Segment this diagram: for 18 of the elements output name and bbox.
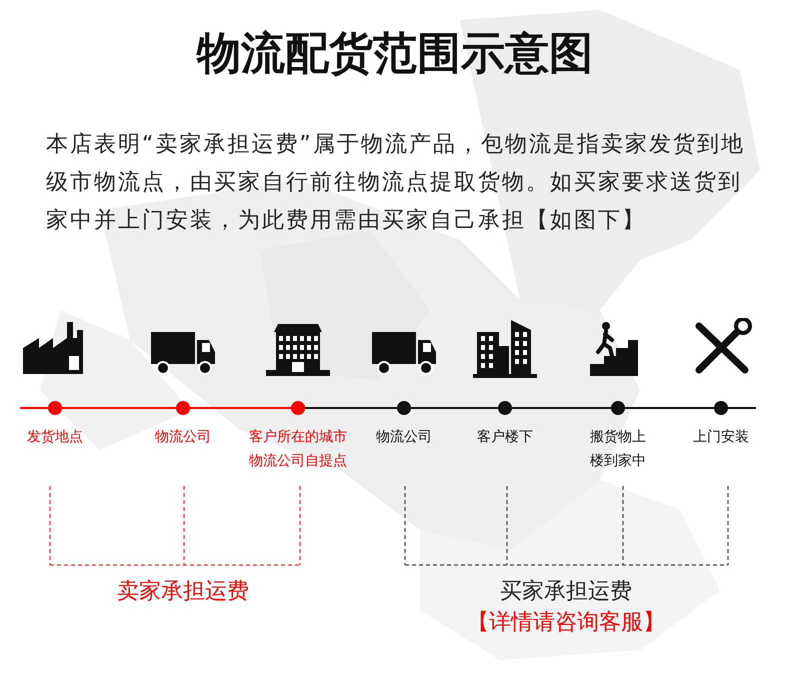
stop-label: 物流公司 — [376, 428, 432, 447]
cost-label: 买家承担运费 — [499, 578, 633, 606]
stop-label: 客户所在的城市物流公司自提点 — [248, 428, 348, 471]
title: 物流配货范围示意图 — [195, 27, 594, 81]
cost-label: 卖家承担运费 — [116, 578, 250, 606]
stop-label: 客户楼下 — [477, 428, 533, 447]
timeline-connector — [650, 407, 686, 409]
timeline-connector — [352, 407, 369, 409]
contact-note: 【详情请咨询客服】 — [466, 609, 666, 637]
stop-label: 搬货物上楼到家中 — [589, 428, 647, 471]
timeline-connector — [540, 407, 586, 409]
timeline-connector — [218, 407, 244, 409]
timeline-connector — [90, 407, 148, 409]
stop-label: 上门安装 — [693, 428, 749, 447]
stop-label: 物流公司 — [155, 428, 211, 447]
timeline-connector — [439, 407, 470, 409]
stop-label: 发货地点 — [27, 428, 83, 447]
intro-paragraph: 本店表明“卖家承担运费”属于物流产品，包物流是指卖家发货到地级市物流点，由买家自行前往物流点提取货物。如买家要求送货到家中并上门安装，为此费用需由买家自己承担【如图下】 — [46, 131, 746, 235]
